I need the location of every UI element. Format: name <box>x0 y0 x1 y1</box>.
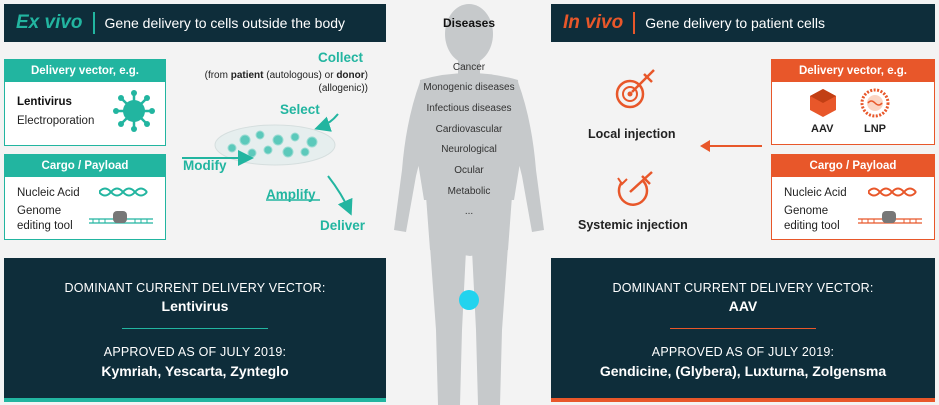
divider <box>633 12 636 34</box>
amplify-label: Amplify <box>266 187 316 202</box>
disease-item: Metabolic <box>447 186 491 197</box>
deliver-label: Deliver <box>320 218 366 233</box>
human-body-silhouette <box>394 4 544 405</box>
lnp-icon <box>860 88 890 118</box>
in-vivo-header: In vivo Gene delivery to patient cells <box>551 4 935 42</box>
collect-label: Collect <box>318 50 364 65</box>
diseases-title: Diseases <box>442 16 496 30</box>
in-vivo-subtitle: Gene delivery to patient cells <box>645 15 825 31</box>
vector-label: Delivery vector, e.g. <box>5 60 165 82</box>
disease-item: Cancer <box>452 62 486 73</box>
disease-item: Infectious diseases <box>426 103 512 114</box>
cargo-label: Cargo / Payload <box>5 155 165 177</box>
cargo-label: Cargo / Payload <box>772 155 934 177</box>
disease-item: Cardiovascular <box>435 124 503 135</box>
vector-item: AAV <box>811 123 834 135</box>
vector-item: Electroporation <box>17 115 95 127</box>
genome-editing-icon <box>89 211 153 224</box>
divider <box>122 328 268 329</box>
dominant-vector-value: Lentivirus <box>161 298 229 314</box>
approved-value: Gendicine, (Glybera), Luxturna, Zolgensm… <box>599 363 887 379</box>
dna-icon <box>99 187 148 197</box>
arrow-left-icon <box>700 140 762 152</box>
divider <box>92 12 95 34</box>
dominant-vector-label: DOMINANT CURRENT DELIVERY VECTOR: <box>612 281 874 295</box>
approved-label: APPROVED AS OF JULY 2019: <box>103 345 287 359</box>
systemic-injection-label: Systemic injection <box>578 218 688 232</box>
vector-item: Lentivirus <box>17 96 72 108</box>
patient-label: patient <box>230 70 264 81</box>
virus-icon <box>113 90 155 132</box>
genome-editing-icon <box>858 211 922 224</box>
systemic-injection-icon <box>617 171 653 206</box>
vector-label: Delivery vector, e.g. <box>772 60 934 82</box>
disease-item: Ocular <box>454 165 484 176</box>
donor-label: donor <box>336 70 365 81</box>
ex-vivo-cargo-box: Cargo / Payload Nucleic Acid Genome edit… <box>4 154 166 240</box>
ex-vivo-title: Ex vivo <box>16 12 83 33</box>
select-label: Select <box>280 102 320 117</box>
divider <box>670 328 816 329</box>
cargo-item: editing tool <box>17 220 73 232</box>
in-vivo-vector-box: Delivery vector, e.g. AAV LNP <box>771 59 935 145</box>
collect-note-part: ) <box>364 70 368 81</box>
collect-note-part: (allogenic)) <box>318 83 368 94</box>
ex-vivo-subtitle: Gene delivery to cells outside the body <box>104 15 346 31</box>
approved-label: APPROVED AS OF JULY 2019: <box>651 345 835 359</box>
cargo-item: Nucleic Acid <box>784 187 847 199</box>
dominant-vector-label: DOMINANT CURRENT DELIVERY VECTOR: <box>64 281 326 295</box>
disease-item: Neurological <box>441 144 497 155</box>
ex-vivo-summary-panel: DOMINANT CURRENT DELIVERY VECTOR: Lentiv… <box>4 258 386 402</box>
modify-label: Modify <box>183 158 227 173</box>
collect-note-part: (autologous) or <box>263 70 337 81</box>
aav-icon <box>810 89 836 117</box>
in-vivo-cargo-box: Cargo / Payload Nucleic Acid Genome edit… <box>771 154 935 240</box>
cargo-item: Nucleic Acid <box>17 187 80 199</box>
local-injection-icon <box>615 69 655 109</box>
collect-note: (from patient (autologous) or donor) (al… <box>188 69 368 95</box>
cargo-item: Genome <box>17 205 62 217</box>
local-injection-label: Local injection <box>588 127 676 141</box>
vector-item: LNP <box>864 123 886 135</box>
in-vivo-title: In vivo <box>563 12 624 33</box>
disease-item: Monogenic diseases <box>423 82 515 93</box>
petri-dish-diagram <box>182 113 353 216</box>
in-vivo-summary-panel: DOMINANT CURRENT DELIVERY VECTOR: AAV AP… <box>551 258 935 402</box>
disease-item: ... <box>464 206 474 217</box>
ex-vivo-vector-box: Delivery vector, e.g. Lentivirus Electro… <box>4 59 166 146</box>
dna-icon <box>868 187 917 197</box>
ex-vivo-header: Ex vivo Gene delivery to cells outside t… <box>4 4 386 42</box>
dominant-vector-value: AAV <box>728 298 758 314</box>
collect-note-part: (from <box>204 70 231 81</box>
cargo-item: editing tool <box>784 220 840 232</box>
cargo-item: Genome <box>784 205 829 217</box>
approved-value: Kymriah, Yescarta, Zynteglo <box>101 363 289 379</box>
